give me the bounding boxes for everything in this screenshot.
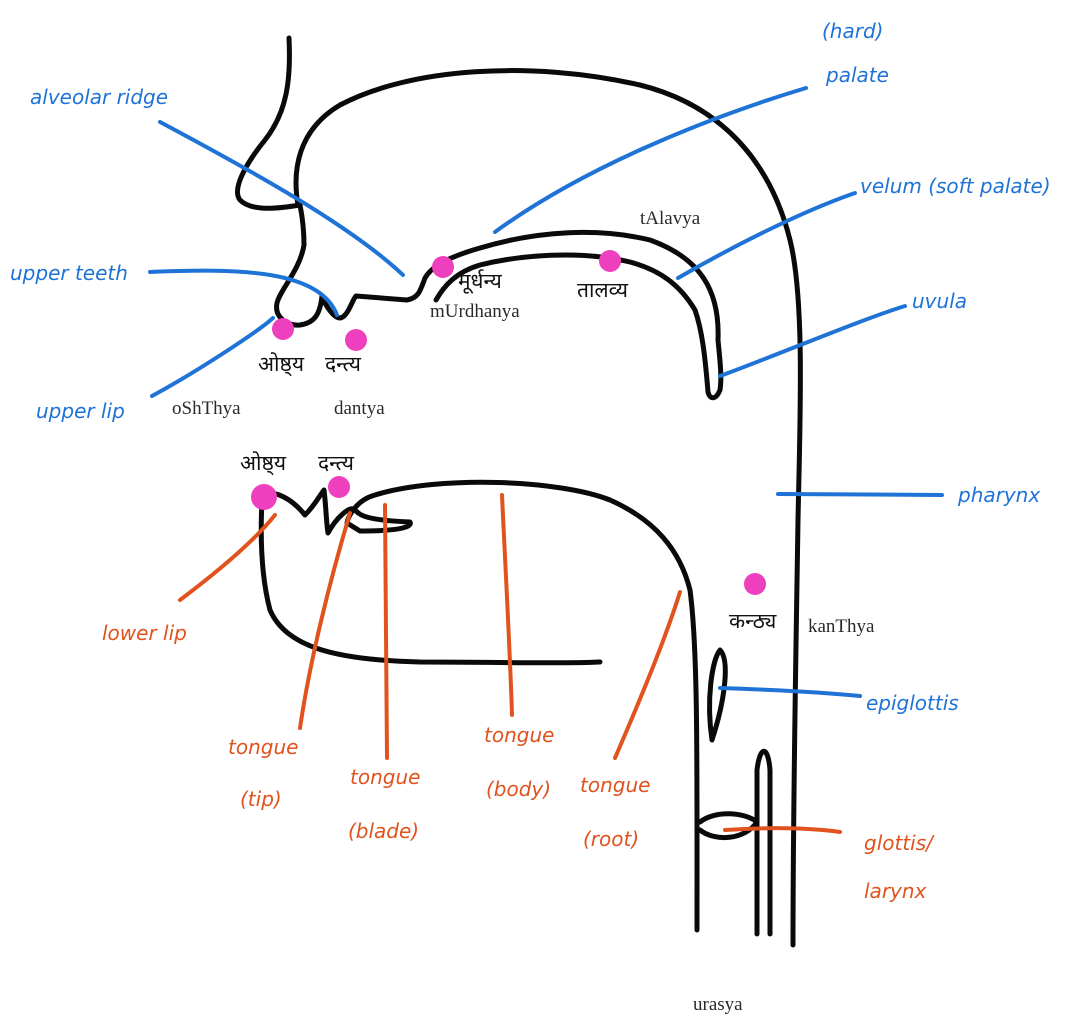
tongue-root-label-line2: (root) — [583, 827, 639, 851]
velum-label: velum (soft palate) — [860, 174, 1051, 198]
epiglottis-leader — [720, 688, 860, 696]
upper-dantya-dot — [345, 329, 367, 351]
uvula-label: uvula — [912, 289, 967, 313]
murdhanya-roman-label: mUrdhanya — [430, 301, 520, 322]
tongue-blade-leader — [385, 505, 387, 758]
tongue-body-leader — [502, 495, 512, 715]
alveolar-ridge-label: alveolar ridge — [30, 85, 168, 109]
upper-lip-leader — [152, 318, 273, 396]
larynx-outline — [757, 751, 770, 934]
jaw-outline — [261, 500, 600, 663]
glottis-label-line2: larynx — [864, 879, 927, 903]
pharynx-label: pharynx — [957, 483, 1040, 507]
upper-teeth-label: upper teeth — [10, 261, 128, 285]
upper-dantya-deva-label: दन्त्य — [325, 352, 362, 376]
tongue-root-label-line1: tongue — [580, 773, 650, 797]
epiglottis-label: epiglottis — [866, 691, 959, 715]
upper-oshthya-dot — [272, 318, 294, 340]
tongue-root-leader — [615, 592, 680, 758]
hard-label: (hard) — [822, 19, 883, 43]
upper-lip-label: upper lip — [36, 399, 125, 423]
lower-dantya-dot — [328, 476, 350, 498]
murdhanya-dot — [432, 256, 454, 278]
tongue-tip-label-line1: tongue — [228, 735, 298, 759]
lower-lip-label: lower lip — [102, 621, 187, 645]
tongue-body-label-line1: tongue — [484, 723, 554, 747]
tongue-outline — [262, 482, 697, 930]
lower-oshthya-dot — [251, 484, 277, 510]
lower-oshthya-deva-label: ओष्ठ्य — [240, 451, 287, 476]
tongue-body-label-line2: (body) — [486, 777, 551, 801]
urasya-roman-label: urasya — [693, 994, 743, 1015]
upper-teeth-leader — [150, 271, 337, 315]
velum-leader — [678, 193, 855, 278]
tongue-tip-leader — [300, 513, 350, 728]
tongue-blade-label-line2: (blade) — [348, 819, 419, 843]
kanthya-deva-label: कन्ठ्य — [729, 609, 777, 633]
anatomy-outline — [238, 38, 801, 945]
palate-label: palate — [825, 63, 889, 87]
glottis-label-line1: glottis/ — [864, 831, 935, 855]
upper-oshthya-deva-label: ओष्ठ्य — [258, 352, 305, 377]
uvula-leader — [720, 306, 905, 376]
tongue-blade-label-line1: tongue — [350, 765, 420, 789]
alveolar-ridge-leader — [160, 122, 403, 275]
vocal-fold-outline — [700, 814, 757, 838]
murdhanya-deva-label: मूर्धन्य — [458, 269, 503, 294]
dantya-roman-label: dantya — [334, 398, 385, 419]
talavya-deva-label: तालव्य — [577, 278, 629, 302]
talavya-roman-label: tAlavya — [640, 208, 701, 229]
tongue-tip-label-line2: (tip) — [240, 787, 282, 811]
kanthya-dot — [744, 573, 766, 595]
kanthya-roman-label: kanThya — [808, 616, 875, 637]
epiglottis-outline — [710, 650, 726, 740]
oshthya-roman-label: oShThya — [172, 398, 241, 419]
pharynx-leader — [778, 494, 942, 495]
lower-dantya-deva-label: दन्त्य — [318, 451, 355, 475]
talavya-dot — [599, 250, 621, 272]
